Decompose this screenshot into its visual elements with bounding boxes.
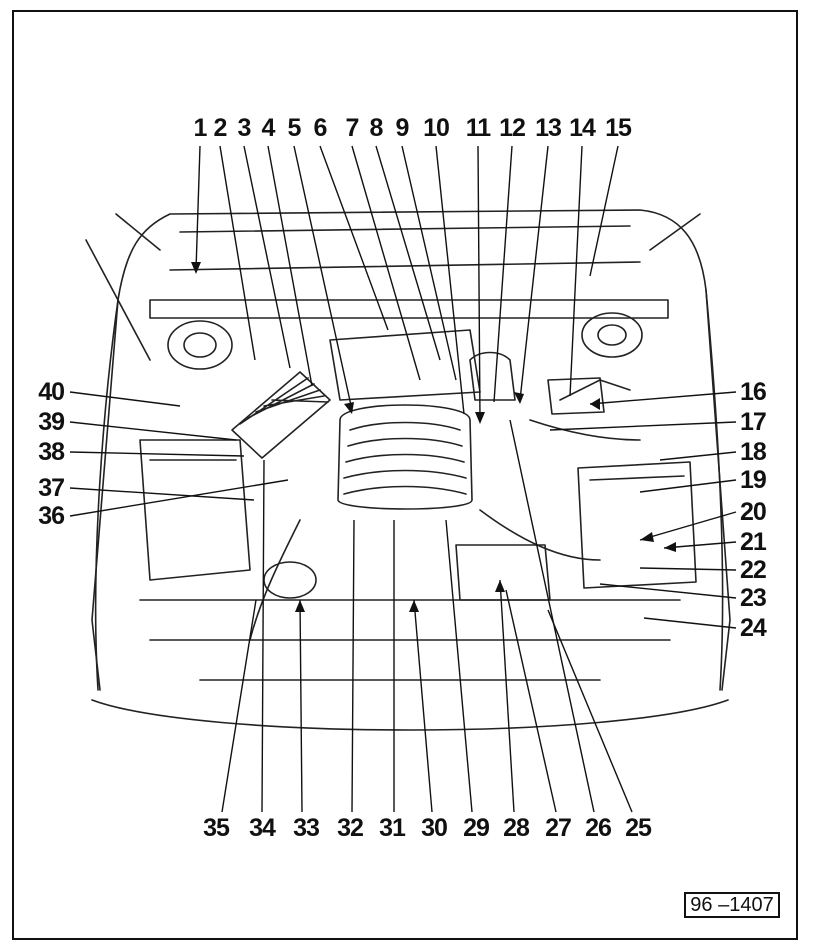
callout-28: 28 [503, 814, 530, 842]
callout-37: 37 [38, 474, 65, 502]
callout-12: 12 [499, 114, 526, 142]
callout-30: 30 [421, 814, 448, 842]
callout-29: 29 [463, 814, 490, 842]
callout-7: 7 [345, 114, 360, 142]
callout-5: 5 [287, 114, 302, 142]
figure-reference-number: 96 –1407 [684, 892, 780, 918]
callout-2: 2 [213, 114, 228, 142]
callout-3: 3 [237, 114, 252, 142]
callout-34: 34 [249, 814, 276, 842]
callout-9: 9 [395, 114, 410, 142]
callout-4: 4 [261, 114, 276, 142]
callout-20: 20 [740, 498, 767, 526]
callout-40: 40 [38, 378, 65, 406]
callout-38: 38 [38, 438, 65, 466]
callout-39: 39 [38, 408, 65, 436]
callout-15: 15 [605, 114, 632, 142]
callout-25: 25 [625, 814, 652, 842]
callout-1: 1 [193, 114, 208, 142]
callout-24: 24 [740, 614, 767, 642]
callout-19: 19 [740, 466, 767, 494]
callout-33: 33 [293, 814, 320, 842]
callout-32: 32 [337, 814, 364, 842]
callout-35: 35 [203, 814, 230, 842]
callout-10: 10 [423, 114, 450, 142]
callout-17: 17 [740, 408, 767, 436]
callout-27: 27 [545, 814, 572, 842]
callout-26: 26 [585, 814, 612, 842]
callout-21: 21 [740, 528, 767, 556]
callout-16: 16 [740, 378, 767, 406]
callout-11: 11 [465, 114, 491, 142]
callout-31: 31 [379, 814, 406, 842]
callout-18: 18 [740, 438, 767, 466]
callout-13: 13 [535, 114, 562, 142]
diagram-frame [12, 10, 798, 940]
callout-22: 22 [740, 556, 767, 584]
callout-6: 6 [313, 114, 328, 142]
callout-8: 8 [369, 114, 384, 142]
callout-14: 14 [569, 114, 596, 142]
callout-36: 36 [38, 502, 65, 530]
callout-23: 23 [740, 584, 767, 612]
